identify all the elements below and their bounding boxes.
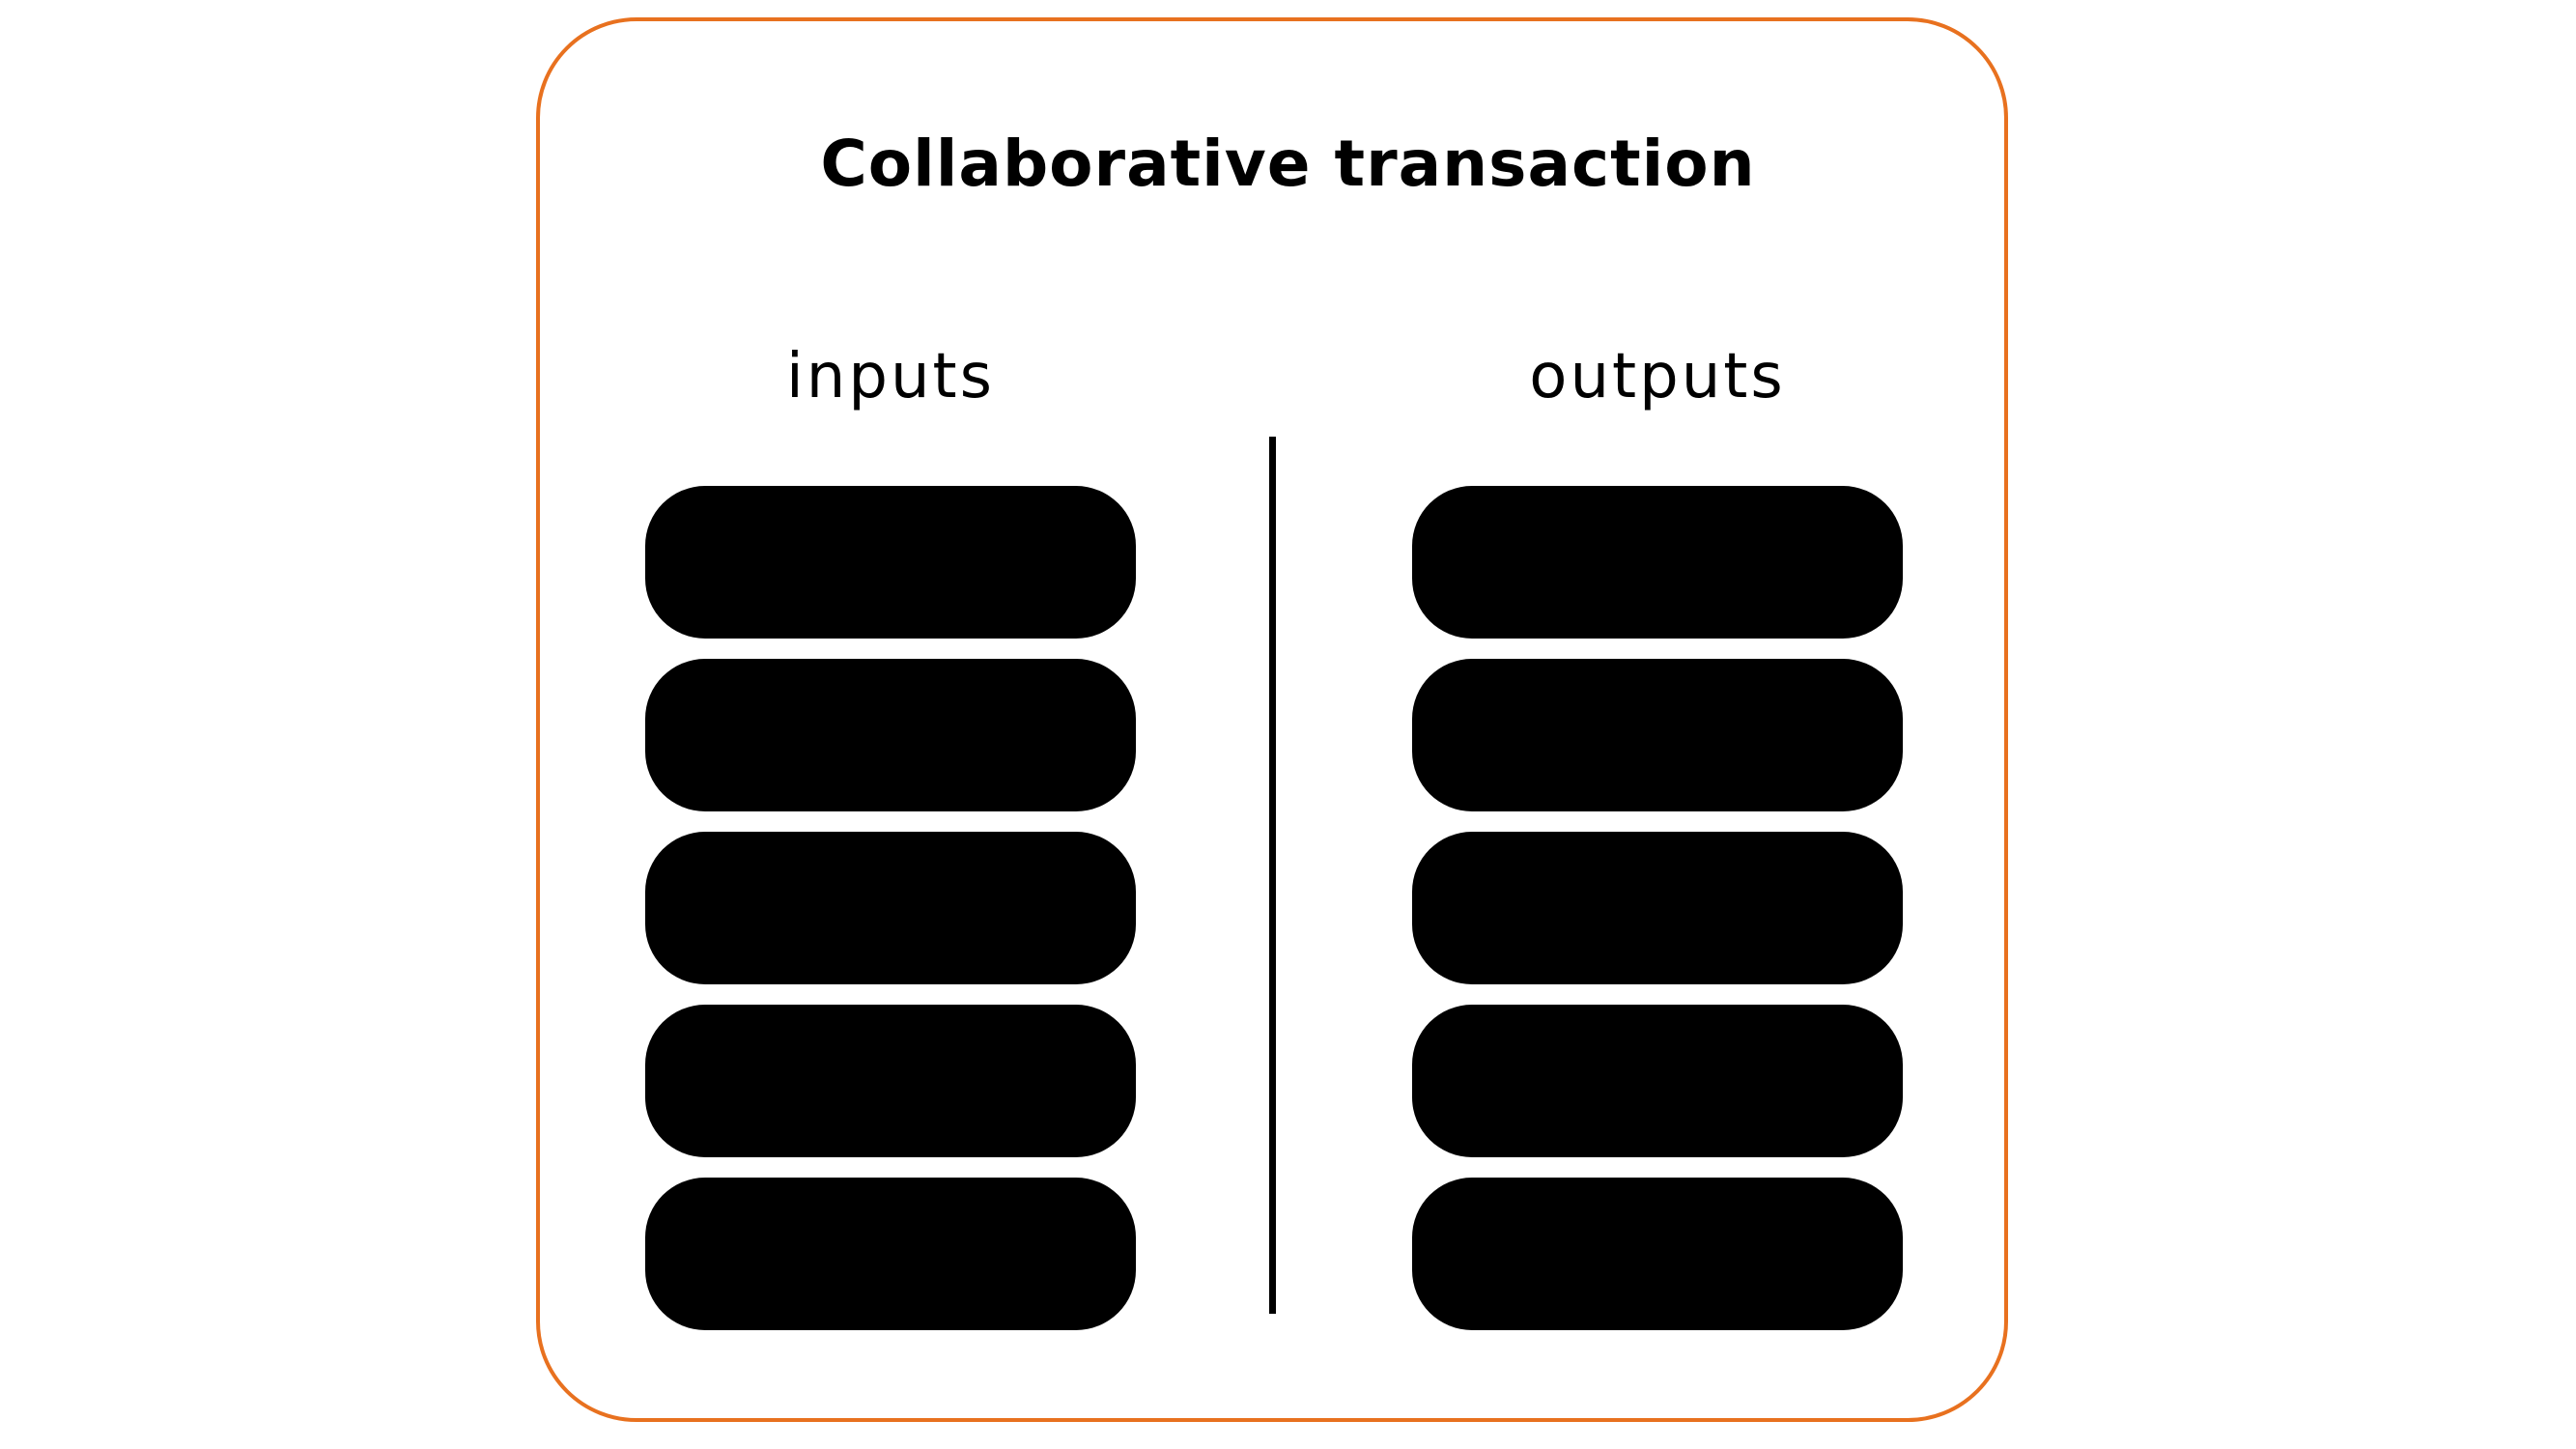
outputs-stack — [1412, 486, 1903, 1350]
input-block — [645, 486, 1136, 639]
output-block — [1412, 659, 1903, 811]
transaction-frame — [536, 17, 2008, 1422]
inputs-stack — [645, 486, 1136, 1350]
input-block — [645, 659, 1136, 811]
diagram-title: Collaborative transaction — [820, 127, 1756, 201]
outputs-label: outputs — [1529, 341, 1786, 412]
output-block — [1412, 486, 1903, 639]
input-block — [645, 832, 1136, 984]
input-block — [645, 1178, 1136, 1330]
inputs-label: inputs — [786, 341, 995, 412]
input-block — [645, 1005, 1136, 1157]
center-divider — [1269, 437, 1276, 1314]
output-block — [1412, 832, 1903, 984]
output-block — [1412, 1005, 1903, 1157]
output-block — [1412, 1178, 1903, 1330]
